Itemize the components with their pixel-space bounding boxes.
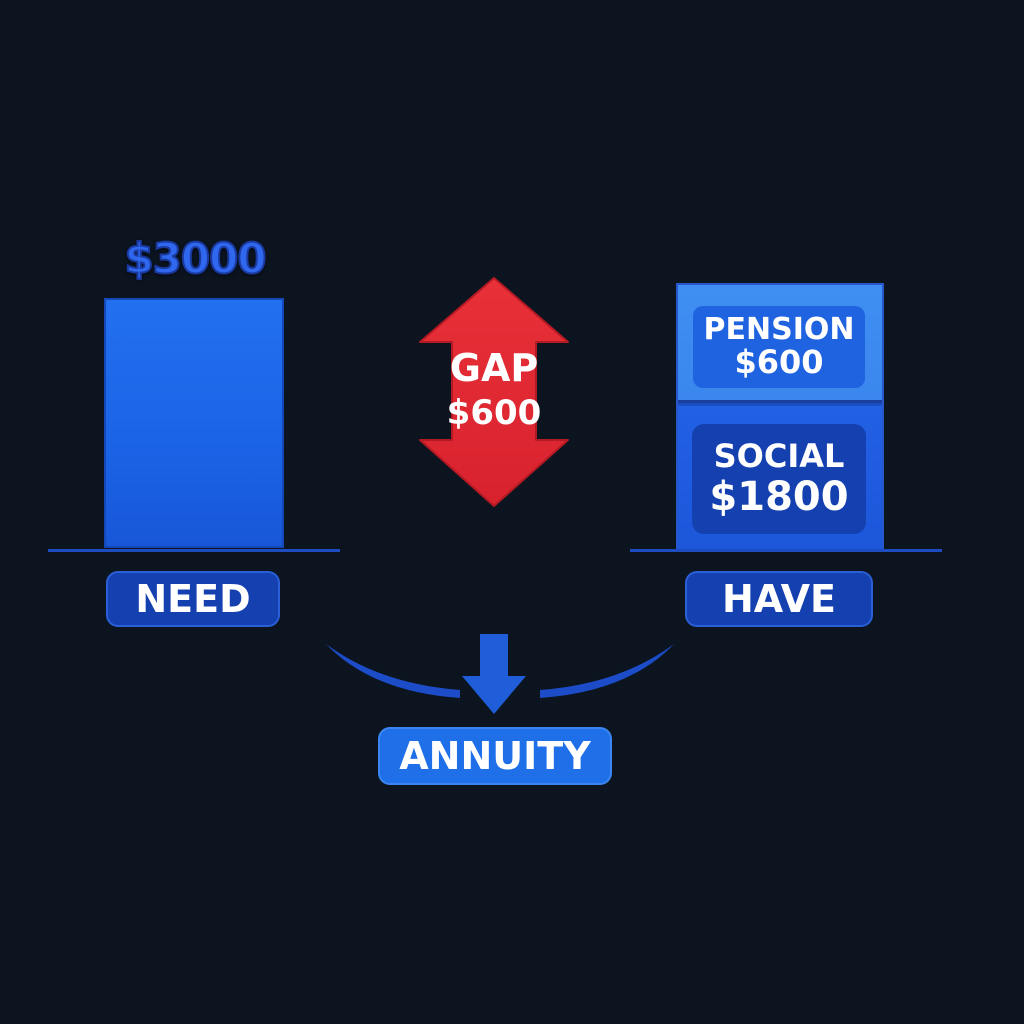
right-connector-arc <box>540 644 674 698</box>
annuity-connector <box>326 634 674 714</box>
gap-double-arrow-icon <box>419 277 569 507</box>
pension-amount: $600 <box>734 342 824 381</box>
have-baseline <box>630 549 942 552</box>
need-label: NEED <box>106 571 280 627</box>
annuity-label: ANNUITY <box>378 727 612 785</box>
need-total-value: $3000 <box>123 233 267 284</box>
social-card: SOCIAL $1800 <box>692 424 866 534</box>
gap-title: GAP <box>449 346 539 390</box>
pension-name: PENSION <box>703 312 855 348</box>
pension-card: PENSION $600 <box>693 306 865 388</box>
social-name: SOCIAL <box>713 437 845 476</box>
gap-value: $600 <box>446 393 542 433</box>
need-baseline <box>48 549 340 552</box>
arrow-down-icon <box>462 634 526 714</box>
social-amount: $1800 <box>709 473 849 520</box>
left-connector-arc <box>326 644 460 698</box>
need-bar <box>104 298 284 548</box>
have-label: HAVE <box>685 571 873 627</box>
